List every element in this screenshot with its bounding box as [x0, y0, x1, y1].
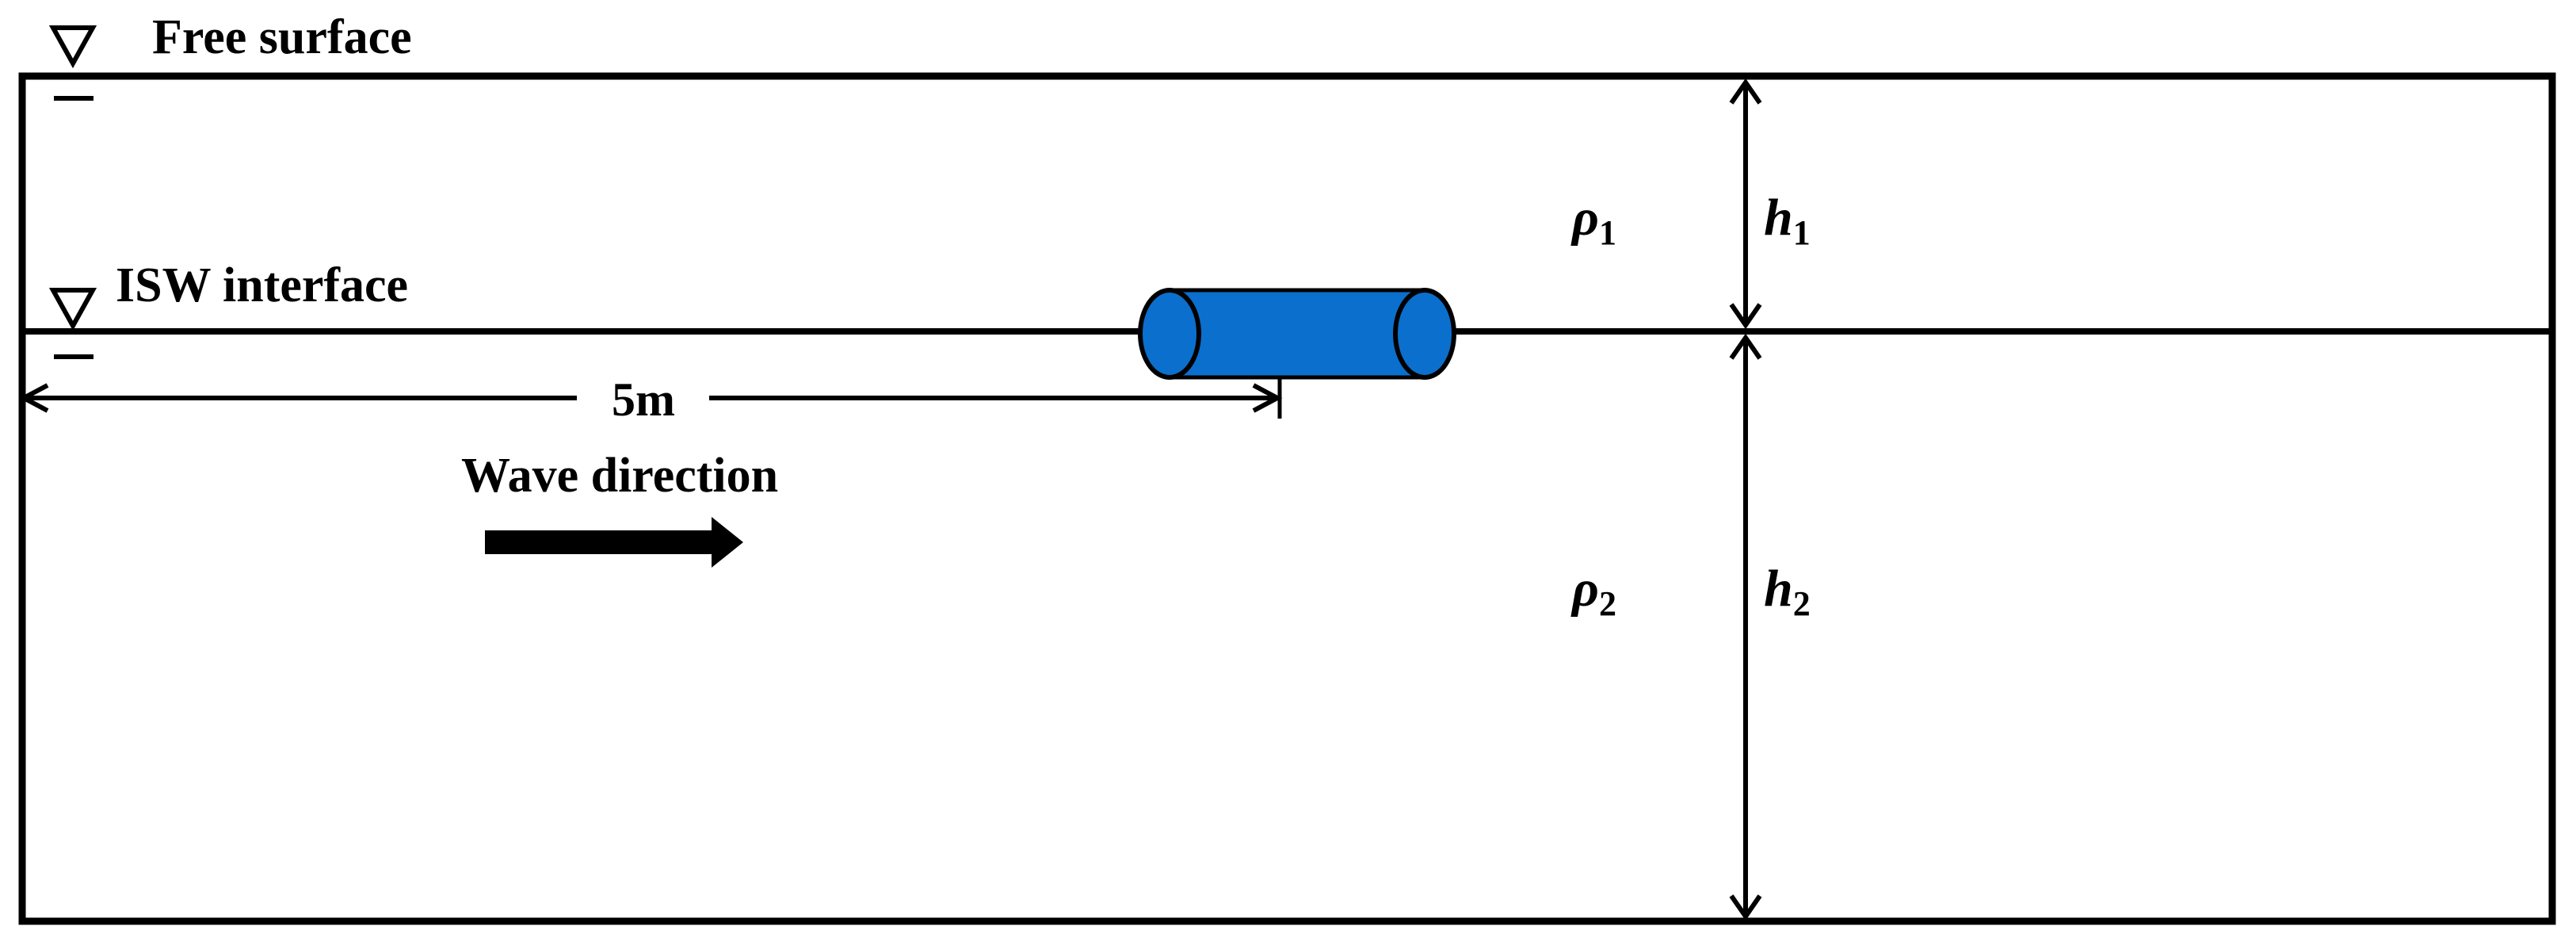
h-1-label: h1 — [1764, 189, 1811, 252]
free-surface-label: Free surface — [152, 10, 412, 64]
right-arrow-icon — [485, 517, 743, 568]
tank-outline — [18, 72, 2556, 925]
cylinder-front-end — [1138, 288, 1201, 380]
rho-2-label: ρ2 — [1570, 560, 1616, 623]
cylinder-back-end — [1393, 288, 1456, 380]
interface-label: ISW interface — [116, 258, 408, 312]
interface-level-icon — [48, 288, 97, 359]
rho-1-label: ρ1 — [1570, 189, 1616, 252]
h-2-label: h2 — [1764, 560, 1811, 623]
distance-label: 5m — [612, 373, 675, 426]
free-surface-level-icon — [48, 25, 97, 101]
h2-dimension — [1729, 333, 1762, 921]
cylinder — [1138, 288, 1456, 380]
h1-dimension — [1729, 78, 1762, 330]
distance-dimension — [18, 376, 1283, 419]
wave-direction-label: Wave direction — [461, 449, 778, 503]
